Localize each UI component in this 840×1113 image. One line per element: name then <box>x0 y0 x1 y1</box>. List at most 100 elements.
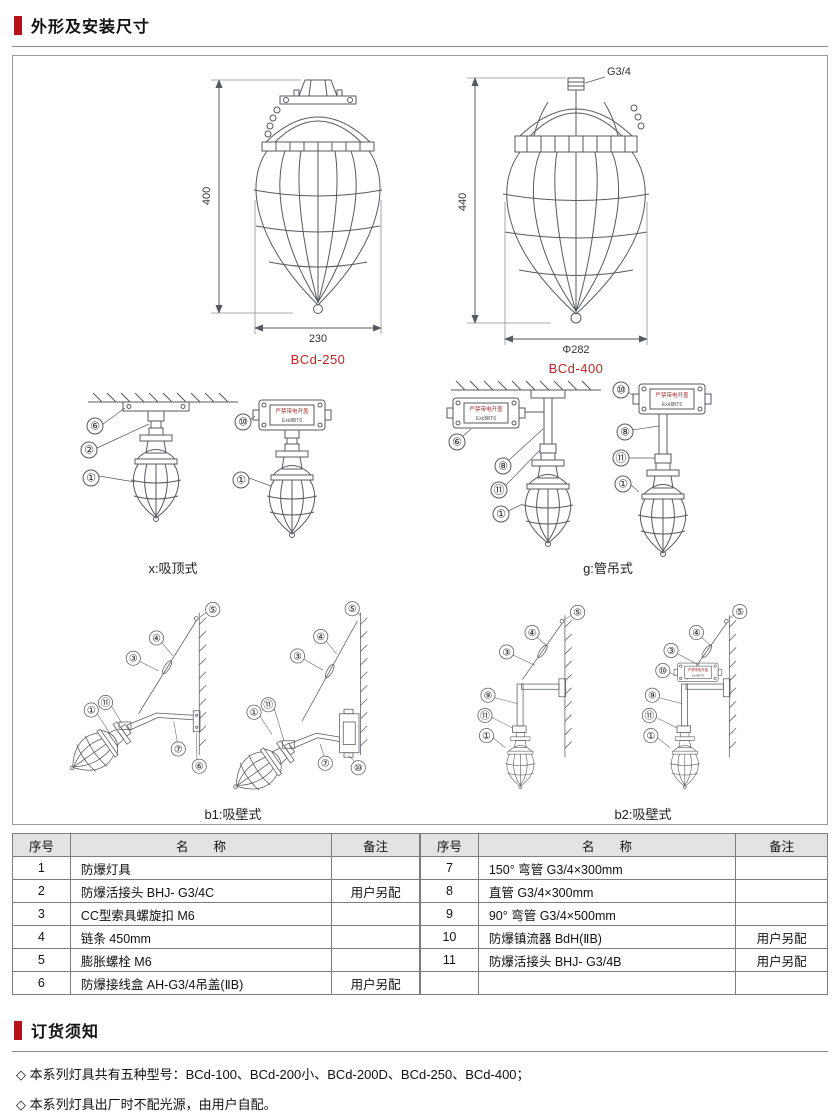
table-row: 9 90° 弯管 G3/4×500mm <box>420 902 828 926</box>
bcd400-model-label: BCd-400 <box>549 361 604 376</box>
svg-text:⑪: ⑪ <box>494 484 505 497</box>
wall-mount-b1-b <box>222 612 368 804</box>
callout-11: ⑪ <box>98 695 113 710</box>
callout-1: ① <box>614 475 632 493</box>
callout-1: ① <box>478 728 494 744</box>
section-header-dimensions: 外形及安装尺寸 <box>0 0 840 46</box>
svg-text:⑤: ⑤ <box>735 607 744 618</box>
row-note <box>331 902 420 926</box>
svg-text:⑪: ⑪ <box>645 710 655 722</box>
row-no: 9 <box>420 902 479 926</box>
parts-table: 序号 名 称 备注 1 防爆灯具 2 防爆活接头 BHJ- G3/4C 用户另配… <box>12 833 828 995</box>
row-note <box>735 902 828 926</box>
bcd400-thread-callout: G3/4 <box>584 66 631 84</box>
wall-mount-b2-b <box>669 614 737 789</box>
wall-mount-b2-a <box>505 614 573 789</box>
row-name: 90° 弯管 G3/4×500mm <box>477 902 737 926</box>
callout-8: ⑧ <box>494 457 512 475</box>
table-row: 10 防爆镇流器 BdH(ⅡB) 用户另配 <box>420 925 828 949</box>
callout-5: ⑤ <box>344 601 360 617</box>
svg-text:⑤: ⑤ <box>208 605 217 616</box>
callout-4: ④ <box>688 625 704 640</box>
row-no: 11 <box>420 948 479 972</box>
callout-5: ⑤ <box>732 604 748 620</box>
bcd250-lamp-drawing <box>253 79 383 314</box>
svg-text:①: ① <box>618 479 628 491</box>
divider <box>12 1051 828 1052</box>
callout-11: ⑪ <box>477 707 493 723</box>
callout-11: ⑪ <box>612 449 630 467</box>
row-no: 2 <box>12 879 71 903</box>
callout-7: ⑦ <box>317 755 333 771</box>
callout-3: ③ <box>663 642 679 658</box>
wall-mount-b1-a <box>59 612 207 785</box>
callout-10: ⑩ <box>655 663 671 679</box>
bcd400-lamp-drawing <box>502 77 650 324</box>
table-row: 3 CC型索具螺旋扣 M6 <box>12 902 420 926</box>
svg-text:①: ① <box>482 731 491 742</box>
callout-3: ③ <box>499 644 515 660</box>
row-name: 防爆灯具 <box>69 856 333 880</box>
callout-1: ① <box>232 471 250 489</box>
row-no: 4 <box>12 925 71 949</box>
row-no: 6 <box>12 971 71 995</box>
table-row: 6 防爆接线盒 AH-G3/4吊盖(ⅡB) 用户另配 <box>12 971 420 995</box>
row-name: 链条 450mm <box>69 925 333 949</box>
callout-1: ① <box>83 702 99 718</box>
svg-text:⑥: ⑥ <box>90 421 100 433</box>
callout-5: ⑤ <box>570 604 586 620</box>
caption-wall-mount-b1: b1:吸壁式 <box>204 807 262 822</box>
svg-text:②: ② <box>84 445 94 457</box>
section-title-ordering: 订货须知 <box>31 1024 100 1041</box>
pipe-mount-b <box>632 383 712 557</box>
figure-ceiling-mount: ⑥ ② ① ⑩ ① <box>80 392 332 538</box>
table-row: 11 防爆活接头 BHJ- G3/4B 用户另配 <box>420 948 828 972</box>
table-row: 8 直管 G3/4×300mm <box>420 879 828 903</box>
bcd400-height-dimension: 440 <box>457 77 566 324</box>
pipe-mount-a <box>446 380 602 547</box>
row-note: 用户另配 <box>331 879 420 903</box>
table-row <box>420 971 828 995</box>
divider <box>12 46 828 47</box>
svg-text:④: ④ <box>152 633 161 644</box>
callout-6: ⑥ <box>448 433 466 451</box>
callout-9: ⑨ <box>644 687 660 703</box>
row-name: 膨胀螺栓 M6 <box>69 948 333 972</box>
row-no: 10 <box>420 925 479 949</box>
svg-text:①: ① <box>87 705 96 716</box>
bcd250-model-label: BCd-250 <box>291 352 346 367</box>
row-name: 150° 弯管 G3/4×300mm <box>477 856 737 880</box>
red-bar-icon <box>14 1020 22 1040</box>
callout-3: ③ <box>290 648 305 664</box>
section-title-dimensions: 外形及安装尺寸 <box>31 19 151 36</box>
svg-text:⑩: ⑩ <box>238 417 248 429</box>
row-note: 用户另配 <box>735 925 828 949</box>
row-no <box>420 971 479 995</box>
caption-pipe-mount: g:管吊式 <box>583 561 633 576</box>
callout-11: ⑪ <box>490 481 508 499</box>
svg-text:③: ③ <box>667 646 676 657</box>
svg-text:⑤: ⑤ <box>348 604 357 615</box>
table-row: 5 膨胀螺栓 M6 <box>12 948 420 972</box>
svg-text:⑧: ⑧ <box>620 427 630 439</box>
row-name: CC型索具螺旋扣 M6 <box>69 902 333 926</box>
callout-11: ⑪ <box>260 697 276 713</box>
col-header-note: 备注 <box>735 833 828 857</box>
svg-text:④: ④ <box>316 632 325 643</box>
row-note <box>331 856 420 880</box>
row-note <box>735 971 828 995</box>
row-name: 防爆镇流器 BdH(ⅡB) <box>477 925 737 949</box>
callout-6: ⑥ <box>86 417 104 435</box>
svg-text:⑪: ⑪ <box>101 697 111 709</box>
bcd400-height-label: 440 <box>457 193 469 211</box>
callout-10: ⑩ <box>350 760 366 776</box>
bcd400-diameter-label: Φ282 <box>562 344 589 356</box>
diagram-panel: 400 230 BCd-250 <box>12 55 828 825</box>
svg-text:③: ③ <box>502 647 511 658</box>
svg-text:⑩: ⑩ <box>354 763 363 774</box>
ceiling-mount-a <box>87 392 239 522</box>
svg-text:⑥: ⑥ <box>452 437 462 449</box>
parts-table-left: 序号 名 称 备注 1 防爆灯具 2 防爆活接头 BHJ- G3/4C 用户另配… <box>12 833 420 995</box>
note-light-source: ◇ 本系列灯具出厂时不配光源，由用户自配。 <box>16 1097 277 1112</box>
svg-text:⑩: ⑩ <box>616 385 626 397</box>
